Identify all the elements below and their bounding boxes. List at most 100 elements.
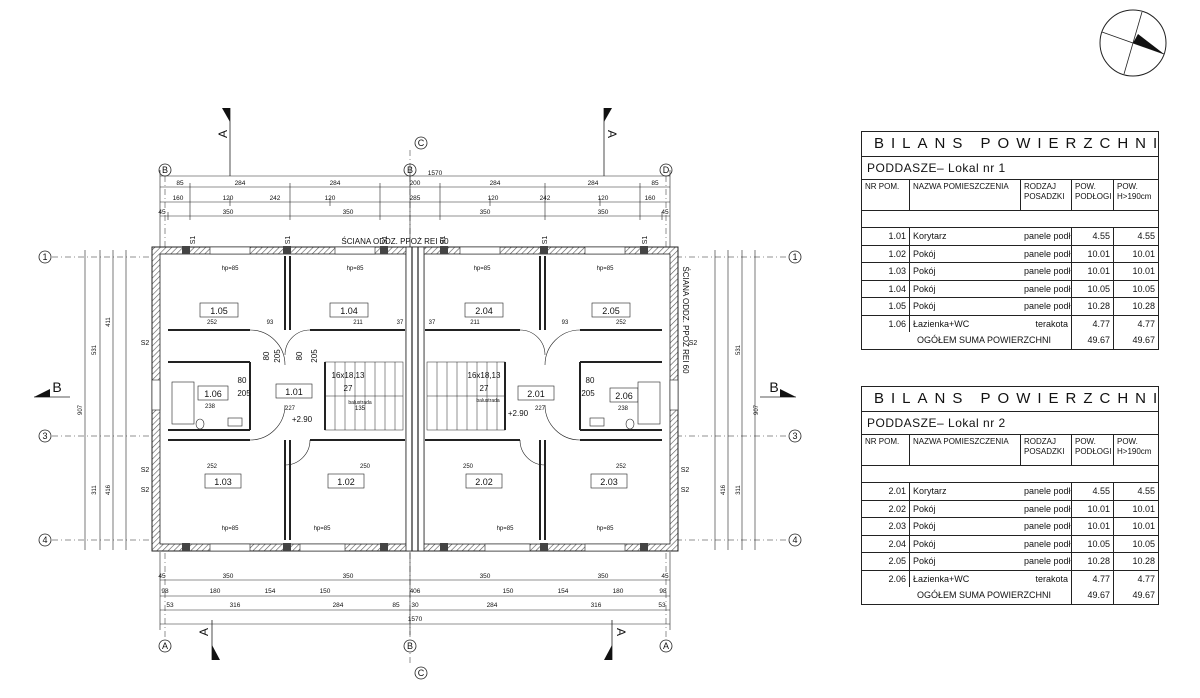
dim-bot3-2: 284 — [333, 602, 344, 609]
sum-area: 49.67 — [1072, 587, 1114, 604]
pillar-s2-5: S2 — [681, 487, 690, 494]
cell-area: 10.05 — [1072, 535, 1114, 552]
room-dim-252-c: 252 — [616, 320, 627, 326]
dim-bot1-1: 350 — [223, 573, 234, 580]
dim-top2-5: 120 — [488, 195, 499, 202]
axis-c-top: C — [418, 138, 425, 148]
window-hp-1: hp=85 — [222, 266, 240, 272]
cell-area-h: 4.77 — [1137, 318, 1155, 329]
cell-name: Pokój — [913, 503, 936, 514]
dim-top3-2: 350 — [343, 209, 354, 216]
room-dim-labels: 252 93 211 37 252 250 227 238 135 211 37… — [205, 320, 629, 470]
dim-left-411: 411 — [106, 317, 112, 327]
window-labels: hp=85 hp=85 hp=85 hp=85 hp=85 hp=85 hp=8… — [222, 266, 615, 532]
header-area: POW. PODŁOGI — [1072, 180, 1114, 210]
cell-area: 4.77 — [1072, 315, 1114, 332]
cell-floor: panele podł. — [1021, 535, 1072, 552]
room-2-04: 2.04 — [475, 306, 493, 316]
floor-plan-drawing: 85 284 284 200 284 284 85 1570 160 120 2… — [34, 108, 802, 680]
dim-top2-2: 242 — [270, 195, 281, 202]
area-table-flat-1: BILANS POWIERZCHNI PODDASZE– Lokal nr 1 … — [861, 131, 1159, 350]
door-dim-labels: 80 205 80 205 80 205 80 205 — [237, 349, 595, 398]
dim-bot3-5: 284 — [487, 602, 498, 609]
cell-nr: 2.04 — [862, 535, 910, 552]
sum-area-h: 49.67 — [1132, 335, 1155, 345]
stairs-left — [324, 361, 404, 431]
room-dim-93-a: 93 — [267, 320, 274, 326]
room-labels: 1.05 1.04 1.06 1.01 1.03 1.02 2.04 2.05 … — [197, 302, 639, 489]
door-dim-205-b: 205 — [310, 349, 319, 363]
dim-bot-total: 1570 — [408, 616, 423, 623]
axis-1-right: 1 — [792, 252, 797, 262]
room-dim-211-b: 211 — [470, 320, 480, 326]
room-dim-93-b: 93 — [562, 320, 569, 326]
side-dimension-lines — [84, 250, 756, 550]
stairs-right-size: 16x18,13 — [468, 371, 501, 380]
dim-bot2-0: 98 — [161, 588, 169, 595]
section-marks-b: B B — [34, 379, 796, 398]
dim-top3-5: 45 — [661, 209, 669, 216]
bottom-dimension-lines — [159, 552, 671, 635]
dim-left-311: 311 — [92, 485, 98, 495]
room-1-06: 1.06 — [204, 389, 222, 399]
pillar-s2-4: S2 — [681, 467, 690, 474]
door-dim-205-c: 205 — [237, 389, 251, 398]
cell-floor: panele podł. — [1021, 553, 1072, 570]
axis-b-bottom: B — [407, 641, 413, 651]
dim-top-284c: 284 — [490, 180, 501, 187]
room-2-06: 2.06 — [615, 391, 633, 401]
cell-area-h: 10.05 — [1132, 538, 1155, 549]
cell-nr: 1.04 — [862, 280, 910, 297]
cell-area-h: 4.77 — [1137, 573, 1155, 584]
axis-3-left: 3 — [42, 431, 47, 441]
dim-top-200: 200 — [410, 180, 421, 187]
header-name: NAZWA POMIESZCZENIA — [910, 180, 1021, 210]
dim-top-284d: 284 — [588, 180, 599, 187]
top-dimension-lines — [159, 170, 671, 250]
section-a-top-left: A — [216, 130, 230, 138]
dim-bot2-2: 154 — [265, 588, 276, 595]
cell-floor: panele podł. — [1021, 298, 1072, 315]
fire-wall-label-vertical: ŚCIANA ODDZ. PPOŻ REI 60 — [681, 266, 690, 374]
dim-right-531: 531 — [736, 344, 742, 355]
cell-floor: panele podł. — [1021, 500, 1072, 517]
axis-bubbles-bottom: A B A C — [158, 639, 673, 680]
level-right: +2.90 — [508, 409, 529, 418]
stair-labels: 16x18,13 27 16x18,13 27 +2.90 +2.90 balu… — [292, 371, 529, 424]
room-dim-135-a: 135 — [355, 406, 366, 412]
door-dim-205-a: 205 — [273, 349, 282, 363]
table-header: NR POM. NAZWA POMIESZCZENIA RODZAJ POSAD… — [862, 435, 1158, 466]
cell-area: 4.55 — [1072, 228, 1114, 245]
dim-bot3-4: 30 — [411, 602, 419, 609]
room-dim-238-a: 238 — [205, 404, 216, 410]
building-walls — [151, 246, 679, 552]
dim-bot3-7: 53 — [658, 602, 666, 609]
dim-left-416: 416 — [106, 484, 112, 495]
header-floor: RODZAJ POSADZKI — [1021, 180, 1072, 210]
window-hp-4: hp=85 — [597, 266, 615, 272]
pillars — [182, 246, 648, 551]
table-title: BILANS POWIERZCHNI — [862, 387, 1158, 412]
dim-right-907: 907 — [754, 404, 760, 415]
room-dim-227-a: 227 — [285, 406, 296, 412]
section-b-left: B — [52, 379, 61, 395]
table-header: NR POM. NAZWA POMIESZCZENIA RODZAJ POSAD… — [862, 180, 1158, 211]
stairs-left-size: 16x18,13 — [332, 371, 365, 380]
window-hp-8: hp=85 — [597, 526, 615, 532]
room-2-01: 2.01 — [527, 389, 545, 399]
door-dim-80-b: 80 — [295, 351, 304, 360]
dim-top3-1: 350 — [223, 209, 234, 216]
side-dimension-labels: 531 411 907 311 416 531 907 311 416 — [78, 317, 760, 495]
room-dim-227-b: 227 — [535, 406, 546, 412]
cell-area-h: 4.55 — [1137, 231, 1155, 241]
cell-area-h: 4.55 — [1137, 486, 1155, 496]
room-1-04: 1.04 — [340, 306, 358, 316]
axis-4-right: 4 — [792, 535, 797, 545]
cell-nr: 2.02 — [862, 500, 910, 517]
axis-bubbles-top: B B D C — [158, 136, 673, 177]
cell-name: Łazienka+WC — [913, 573, 970, 584]
cell-floor: panele podł. — [1021, 228, 1072, 245]
cell-nr: 1.03 — [862, 263, 910, 280]
